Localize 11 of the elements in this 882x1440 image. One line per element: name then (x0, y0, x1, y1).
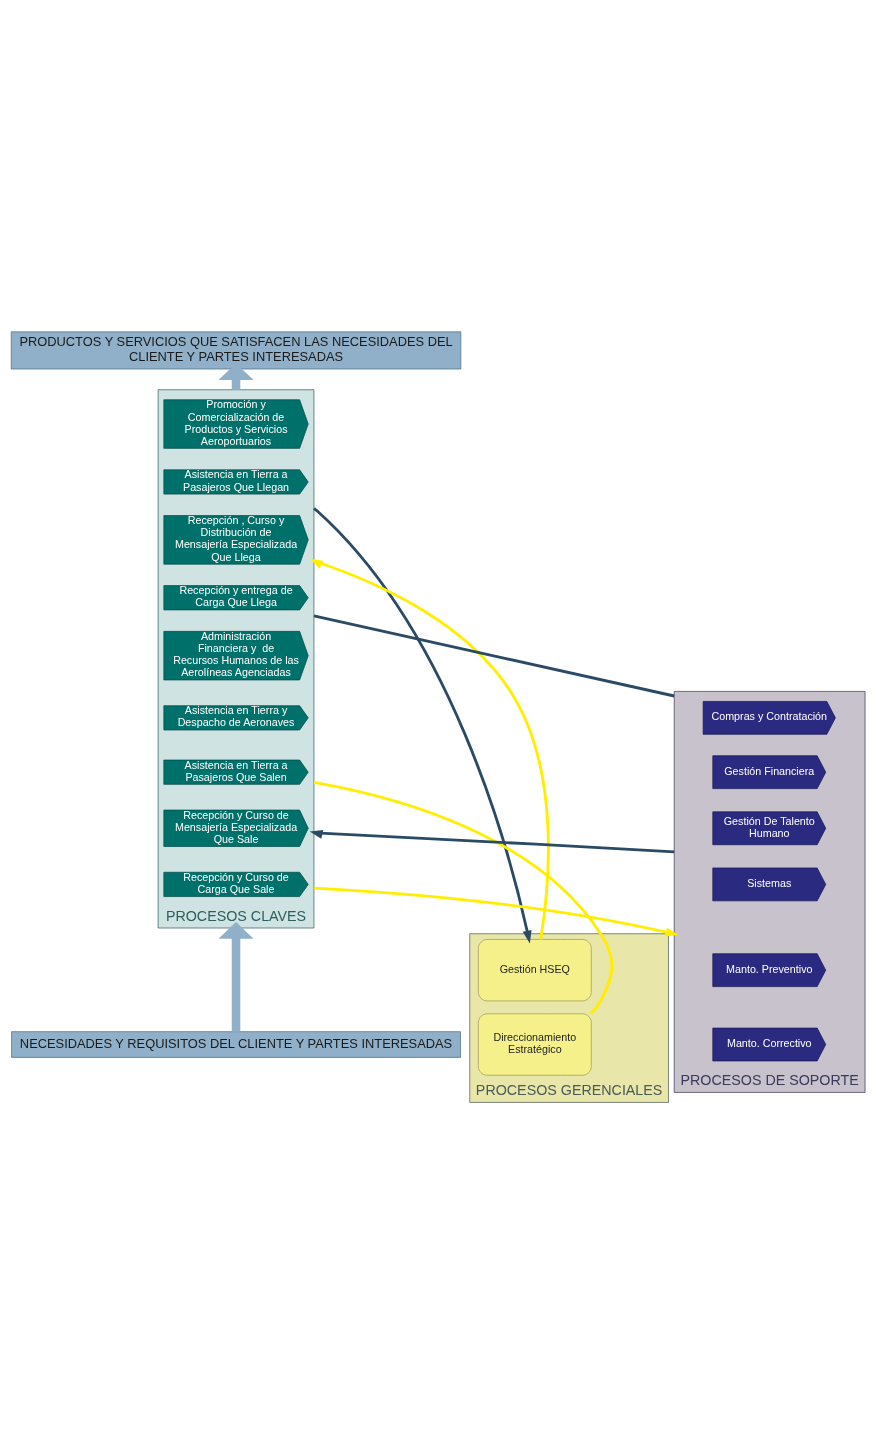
node-box: PRODUCTOS Y SERVICIOS QUE SATISFACEN LAS NECESIDADES DEL CLIENTE Y PARTES INTERESADAS (10, 331, 462, 370)
node-box: Direccionamiento Estratégico (478, 1013, 592, 1076)
connector (313, 780, 614, 1015)
connector (313, 614, 675, 698)
arrow (313, 886, 679, 937)
arrow (313, 507, 532, 944)
node-box: NECESIDADES Y REQUISITOS DEL CLIENTE Y PARTES INTERESADAS (11, 1031, 461, 1058)
node-box: Gestión HSEQ (478, 939, 592, 1002)
arrow (309, 830, 675, 854)
arrow (310, 558, 550, 940)
arrow (218, 922, 254, 1032)
